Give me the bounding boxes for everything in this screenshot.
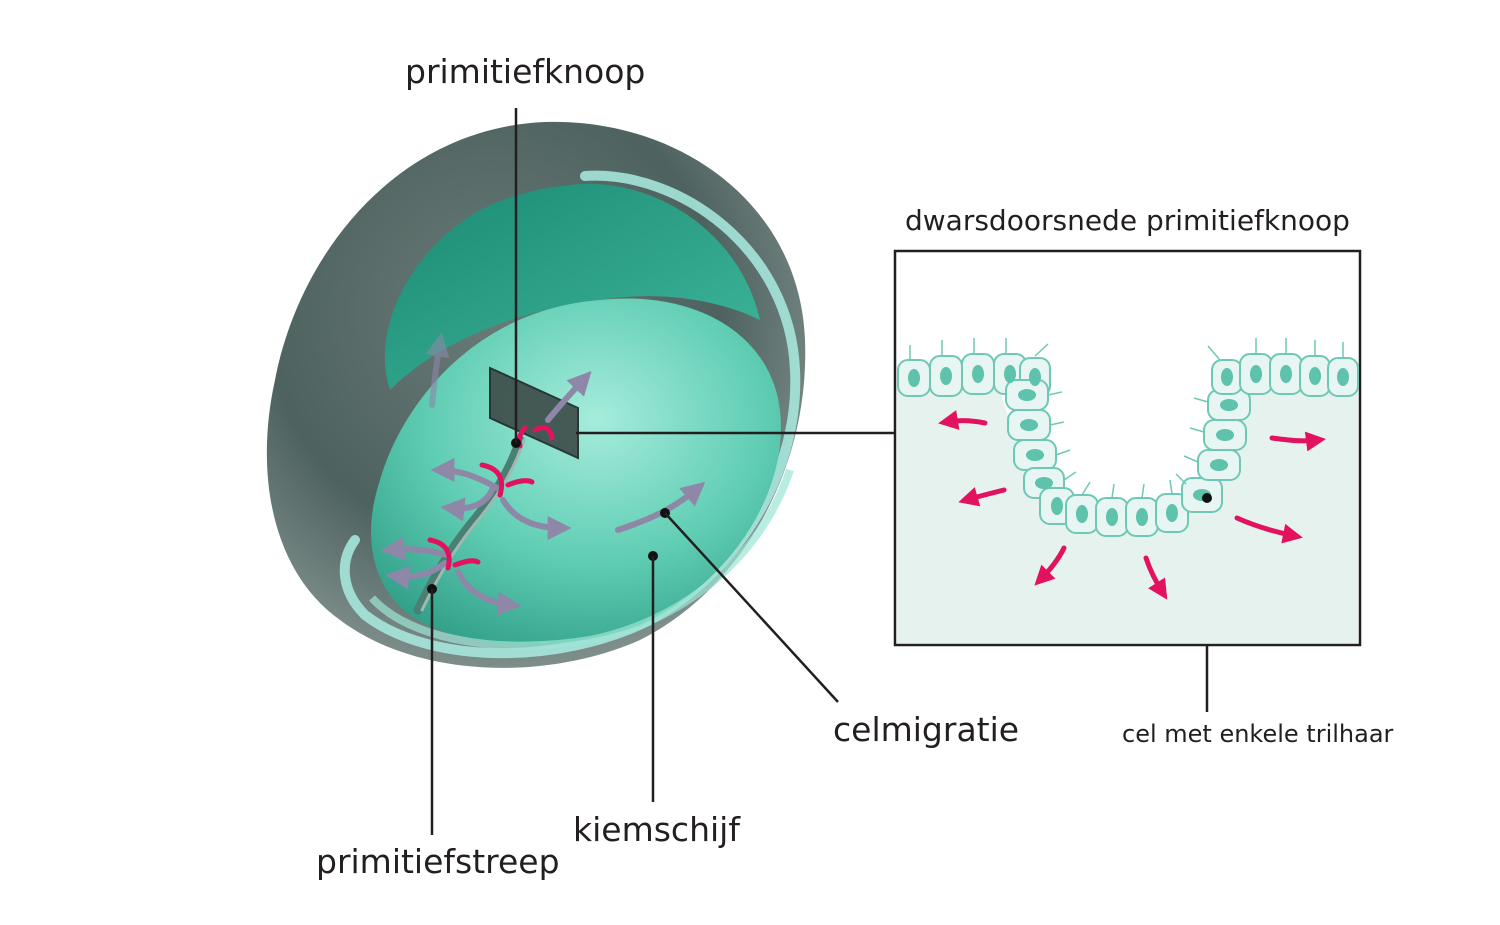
label-cel-trilhaar: cel met enkele trilhaar xyxy=(1122,720,1394,748)
purple-arrows xyxy=(380,332,706,616)
cilium-cell-dot xyxy=(1202,493,1212,503)
curved-arrow-icon xyxy=(1234,515,1303,544)
label-kiemschijf: kiemschijf xyxy=(573,810,740,849)
pink-brackets xyxy=(427,425,555,571)
curved-arrow-icon xyxy=(500,497,572,540)
germ-disc xyxy=(371,298,781,645)
label-primitiefstreep: primitiefstreep xyxy=(316,842,560,881)
section-plane xyxy=(489,366,579,460)
cilium-icon xyxy=(1047,391,1209,499)
curved-arrow-icon xyxy=(615,481,706,533)
label-celmigratie: celmigratie xyxy=(833,710,1020,749)
primitive-streak xyxy=(413,435,525,615)
curved-arrow-icon xyxy=(430,458,500,491)
curved-arrow-icon xyxy=(1034,545,1067,586)
primitive-streak-highlight xyxy=(420,438,526,612)
curved-arrow-icon xyxy=(545,370,592,423)
curved-arrow-icon xyxy=(385,560,448,590)
cilium-icon xyxy=(1207,338,1344,361)
curved-arrow-icon xyxy=(380,536,450,561)
curved-arrow-icon xyxy=(1269,431,1326,452)
curved-arrow-icon xyxy=(455,569,522,616)
curved-arrow-icon xyxy=(958,487,1007,507)
inner-back-wall xyxy=(384,183,760,390)
curved-arrow-icon xyxy=(938,410,988,430)
cross-section-inset xyxy=(893,249,1362,647)
cilium-icon xyxy=(909,338,1049,360)
label-primitiefknoop: primitiefknoop xyxy=(405,52,646,91)
curved-arrow-icon xyxy=(440,487,495,522)
curved-arrow-icon xyxy=(1143,555,1168,600)
disc-edge xyxy=(369,468,794,650)
embryo-illustration xyxy=(266,121,806,668)
curved-arrow-icon xyxy=(425,332,450,408)
inset-title: dwarsdoorsnede primitiefknoop xyxy=(905,204,1350,237)
pink-arrows xyxy=(938,410,1326,600)
